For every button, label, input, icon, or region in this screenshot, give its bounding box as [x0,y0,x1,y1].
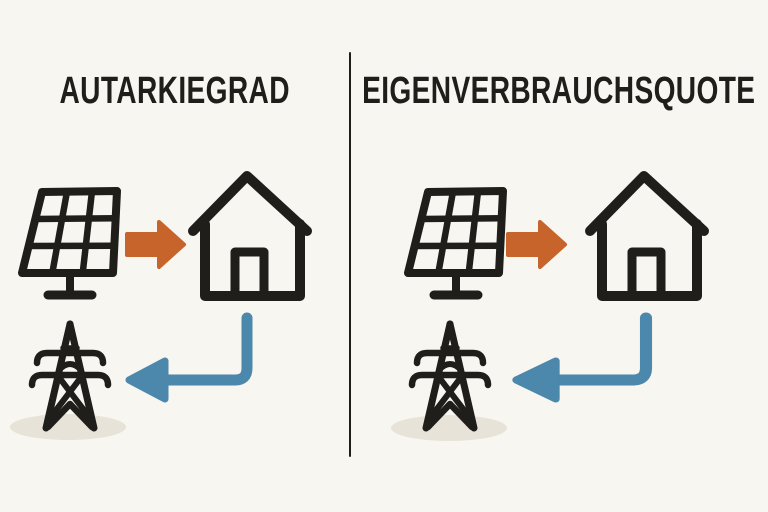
pv-to-house-arrow-icon [125,220,186,269]
house-to-grid-arrow-icon [129,318,247,399]
ground-shadow [10,414,126,440]
left-panel-title-text: AUTARKIEGRAD [59,70,291,112]
power-pylon-icon [32,324,108,428]
left-panel-title: AUTARKIEGRAD [0,72,350,110]
house-icon [590,176,704,296]
right-panel-title: EIGENVERBRAUCHSQUOTE [350,72,768,110]
power-pylon-icon [412,324,488,428]
solar-panel-icon [22,191,117,295]
house-icon [193,176,307,296]
ground-shadow [391,415,507,441]
divider-line [349,52,351,457]
pv-to-house-arrow-icon [506,220,567,269]
house-to-grid-arrow-icon [516,318,646,399]
solar-panel-icon [408,191,503,295]
right-panel-title-text: EIGENVERBRAUCHSQUOTE [362,70,756,112]
